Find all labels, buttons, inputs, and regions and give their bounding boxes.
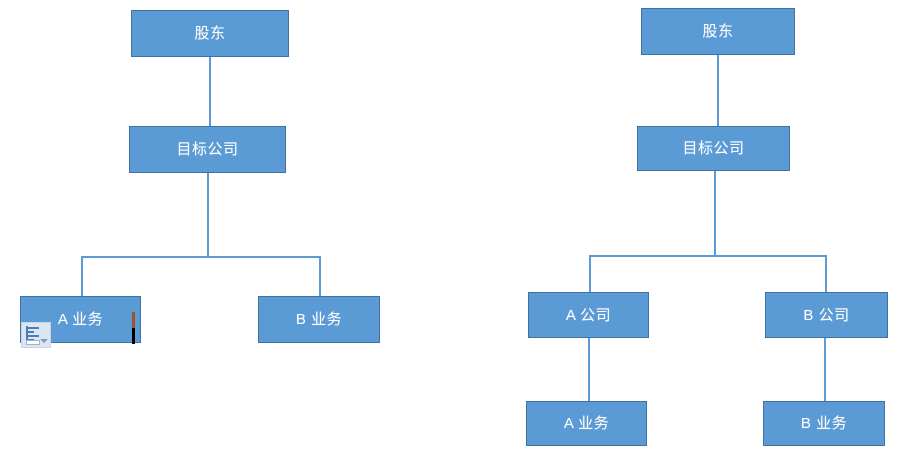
chevron-down-icon[interactable] [40,339,48,343]
glyph-bar-1 [26,327,39,329]
node-business-b-left[interactable]: B 业务 [258,296,380,343]
connector-shareholder-to-target-left [209,57,211,126]
connector-target-drop-right [714,171,716,255]
glyph-bar-3 [26,335,39,337]
glyph-stem [26,326,28,343]
node-company-b[interactable]: B 公司 [765,292,888,338]
node-target-company-left[interactable]: 目标公司 [129,126,286,173]
connector-target-drop-left [207,173,209,256]
node-business-b-right[interactable]: B 业务 [763,401,885,446]
connector-company-b-to-business-b [824,338,826,401]
connector-bus-left [81,256,321,258]
connector-shareholder-to-target-right [717,55,719,126]
glyph-underline-box [26,340,40,345]
node-shareholder-right[interactable]: 股东 [641,8,795,55]
connector-bus-to-a-left [81,256,83,296]
glyph-bar-2 [26,331,34,333]
node-target-company-right[interactable]: 目标公司 [637,126,790,171]
node-business-a-right[interactable]: A 业务 [526,401,647,446]
connector-bus-to-b-right [825,255,827,292]
i-beam-caret-icon [132,312,135,344]
connector-company-a-to-business-a [588,338,590,401]
node-shareholder-left[interactable]: 股东 [131,10,289,57]
caret-upper-segment [132,312,135,328]
connector-bus-to-b-left [319,256,321,296]
node-company-a[interactable]: A 公司 [528,292,649,338]
paste-options-icon[interactable] [21,322,51,348]
connector-bus-to-a-right [589,255,591,292]
connector-bus-right [589,255,827,257]
caret-lower-segment [132,328,135,344]
